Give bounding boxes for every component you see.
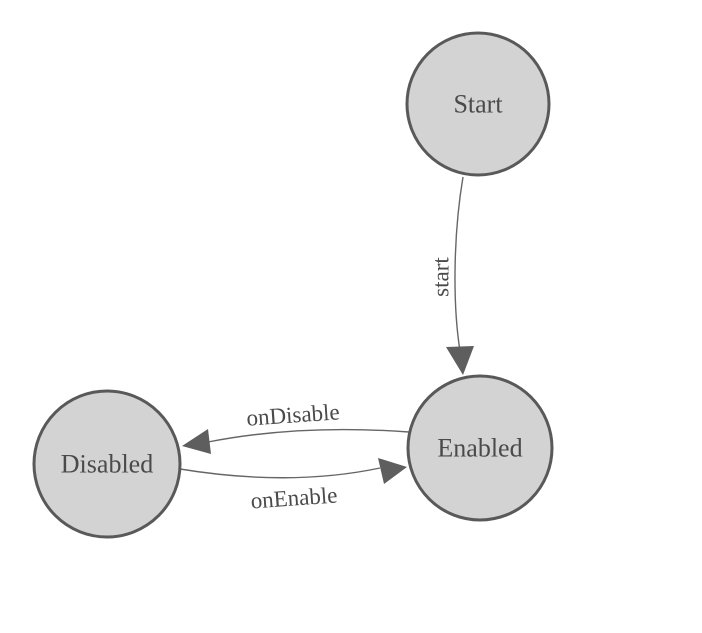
edge-label-disabled-to-enabled: onEnable [250,483,338,514]
arrowhead-icon-start-to-enabled [446,346,474,375]
state-node-start[interactable]: Start [405,31,551,177]
edge-label-enabled-to-disabled: onDisable [246,399,341,430]
state-node-enabled[interactable]: Enabled [406,374,554,522]
state-circle-start[interactable] [405,31,551,177]
edge-line-start-to-enabled [454,176,464,352]
state-label-enabled: Enabled [437,434,522,463]
state-label-disabled: Disabled [61,450,153,479]
edge-label-start-to-enabled: start [429,257,454,297]
state-circle-disabled[interactable] [32,389,182,539]
state-node-disabled[interactable]: Disabled [32,389,182,539]
state-label-start: Start [453,90,503,119]
edge-line-disabled-to-enabled [179,467,381,479]
transition-edge-start-to-enabled: start [429,176,474,375]
arrowhead-icon-disabled-to-enabled [378,458,407,484]
edge-line-enabled-to-disabled [207,428,410,443]
transition-edge-disabled-to-enabled: onEnable [179,458,407,514]
transition-edge-enabled-to-disabled: onDisable [182,399,410,454]
state-circle-enabled[interactable] [406,374,554,522]
arrowhead-icon-enabled-to-disabled [182,429,211,454]
